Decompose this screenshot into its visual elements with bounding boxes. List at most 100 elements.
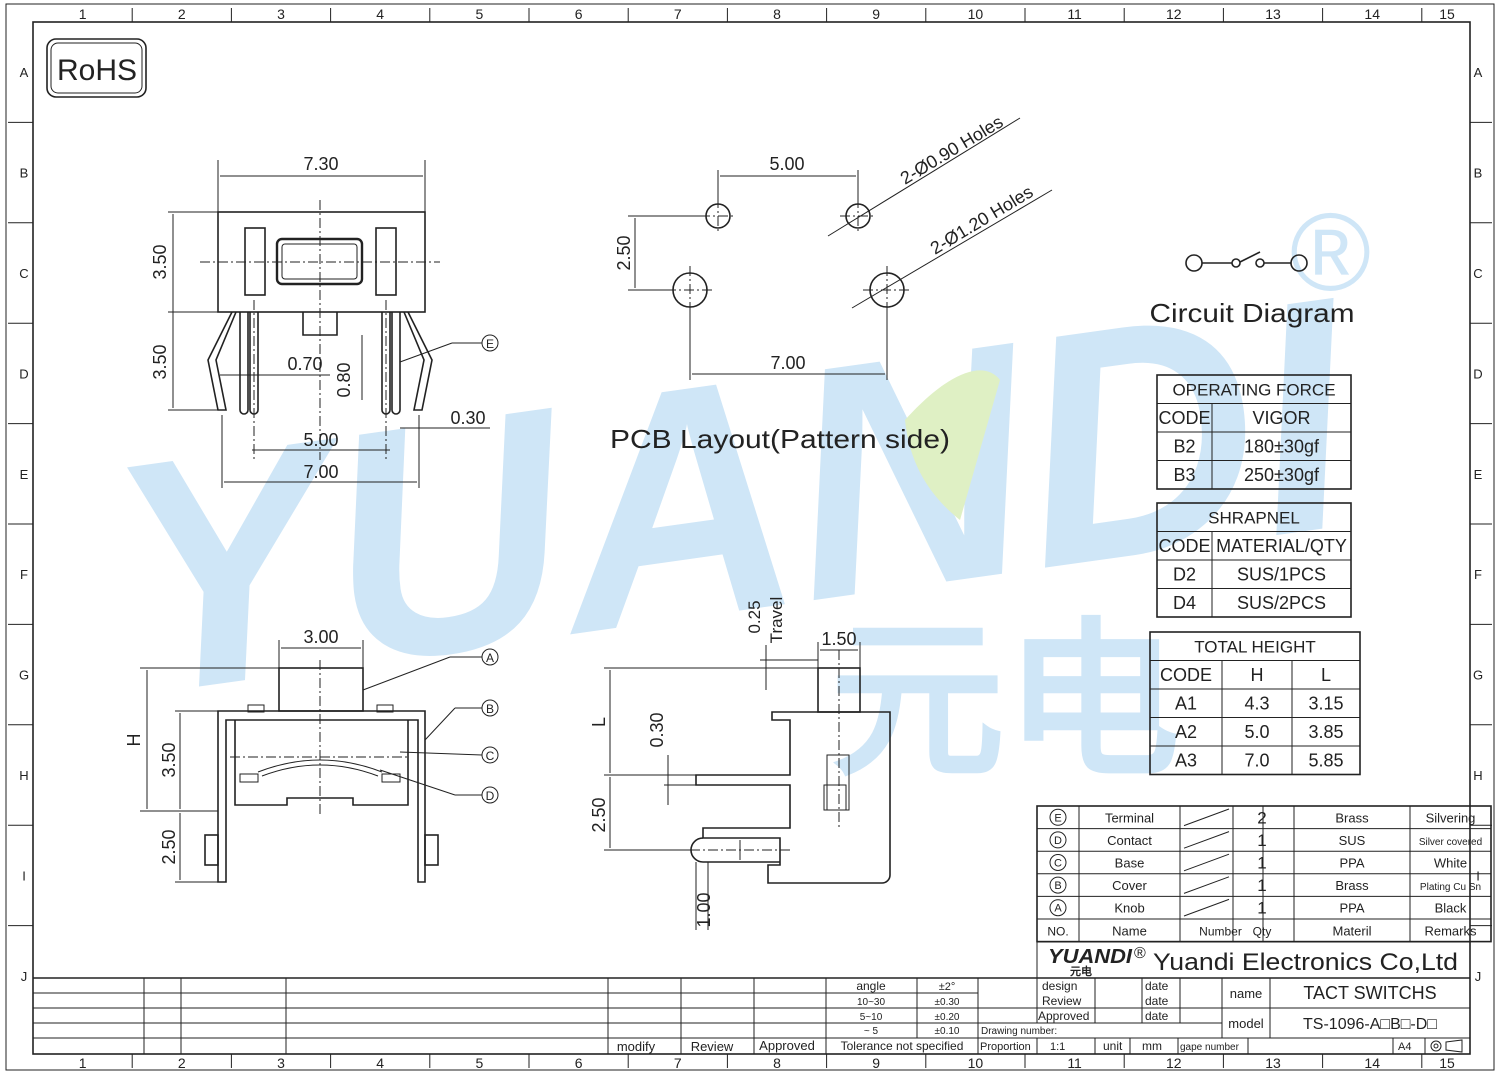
grid-row-C: C [1473,266,1482,281]
grid-col-11: 11 [1067,1055,1082,1071]
part-material: Brass [1335,810,1369,825]
part-qty: 1 [1257,899,1266,918]
part-no: A [1054,903,1062,915]
tb-proportion: Proportion [980,1041,1031,1053]
grid-row-A: A [20,65,29,80]
grid-row-E: E [1474,467,1483,482]
side-dim-travel-val: 0.25 [745,600,764,633]
grid-row-E: E [20,467,29,482]
grid-row-I: I [22,868,26,883]
part-qty: 1 [1257,876,1266,895]
pcb-title: PCB Layout(Pattern side) [610,424,950,454]
company-logo-mark: ® [1134,945,1146,962]
pcb-dim-bottom: 7.00 [770,353,805,373]
tb-page-number: gape number [1180,1042,1240,1053]
side-view: 0.25 Travel 1.50 L 0.30 2.50 1.00 [589,597,891,930]
tb-review: Review [1042,994,1082,1008]
rev-review: Review [691,1039,734,1054]
shrapnel-header: MATERIAL/QTY [1216,536,1347,556]
part-header-qty: Qty [1253,924,1272,938]
watermark-mark: ® [1290,191,1371,314]
tb-drawing-number: Drawing number: [981,1026,1057,1037]
part-no: E [1054,812,1061,824]
tb-size: A4 [1398,1041,1411,1053]
tb-design: design [1042,979,1077,993]
grid-col-8: 8 [773,1055,781,1071]
side-dim-pin-h: 2.50 [589,797,609,832]
callout-e: E [486,337,494,351]
callout-a: A [486,651,494,665]
tol-footer: Tolerance not specified [841,1039,964,1053]
part-material: Brass [1335,878,1369,893]
grid-col-5: 5 [476,6,484,22]
grid-col-12: 12 [1166,6,1182,22]
side-dim-l: L [589,717,609,727]
grid-row-D: D [1473,366,1482,381]
height-cell: 5.85 [1308,751,1343,771]
part-no: D [1054,835,1062,847]
watermark-cn: 元电 [830,607,1180,797]
tb-model-label: model [1228,1016,1264,1031]
title-block: YUANDI 元电 ® Yuandi Electronics Co,Ltd [33,941,1471,1054]
height-cell: 3.15 [1308,694,1343,714]
grid-col-1: 1 [79,6,87,22]
grid-col-10: 10 [968,6,984,22]
callout-b: B [486,702,494,716]
front-dim-h: H [124,734,144,747]
part-header-no: NO. [1047,924,1068,938]
company-name: Yuandi Electronics Co,Ltd [1153,949,1458,976]
side-dim-travel-label: Travel [767,597,786,644]
force-cell: 180±30gf [1244,437,1320,457]
part-remarks: White [1434,855,1467,870]
projection-symbol-icon [1430,1039,1463,1053]
grid-col-13: 13 [1265,6,1281,22]
pcb-holes-large: 2-Ø1.20 Holes [927,182,1037,259]
front-dim-body: 3.50 [159,742,179,777]
shrapnel-header: CODE [1158,536,1210,556]
height-cell: 5.0 [1244,722,1269,742]
part-header-material: Materil [1332,923,1371,938]
tol-r3-range: ~ 5 [864,1026,879,1037]
tol-r3-val: ±0.10 [935,1026,960,1037]
part-remarks: Black [1435,901,1467,916]
rev-modify: modify [617,1039,656,1054]
grid-col-10: 10 [968,1055,984,1071]
tb-date-1: date [1145,979,1169,993]
height-cell: A1 [1175,694,1197,714]
tb-name-value: TACT SWITCHS [1303,983,1436,1003]
part-header-number: Number [1199,924,1242,938]
front-view: 3.00 H 3.50 2.50 A B C D [124,627,499,883]
tb-unit-value: mm [1142,1039,1162,1053]
height-cell: A2 [1175,722,1197,742]
shrapnel-title: SHRAPNEL [1208,509,1300,528]
grid-col-9: 9 [872,1055,880,1071]
rohs-label: RoHS [57,54,137,87]
grid-col-6: 6 [575,1055,583,1071]
grid-col-12: 12 [1166,1055,1182,1071]
grid-row-I: I [1476,868,1480,883]
watermark-leaf [905,370,1000,520]
shrapnel-cell: D2 [1173,565,1196,585]
tol-angle-val: ±2° [939,981,956,993]
front-dim-pin: 2.50 [159,829,179,864]
dim-width: 7.30 [303,154,338,174]
pcb-dim-top: 5.00 [769,154,804,174]
grid-col-14: 14 [1364,1055,1380,1071]
grid-col-4: 4 [376,6,384,22]
grid-col-7: 7 [674,6,682,22]
dim-pin-thk: 0.30 [450,408,485,428]
company-logo: YUANDI [1048,946,1132,968]
front-dim-knob: 3.00 [303,627,338,647]
force-header: VIGOR [1252,408,1310,428]
grid-row-B: B [1474,166,1483,181]
grid-col-5: 5 [476,1055,484,1071]
company-logo-cn: 元电 [1070,964,1092,978]
circuit-diagram: Circuit Diagram [1150,251,1355,328]
part-qty: 1 [1257,853,1266,872]
grid-row-C: C [19,266,28,281]
